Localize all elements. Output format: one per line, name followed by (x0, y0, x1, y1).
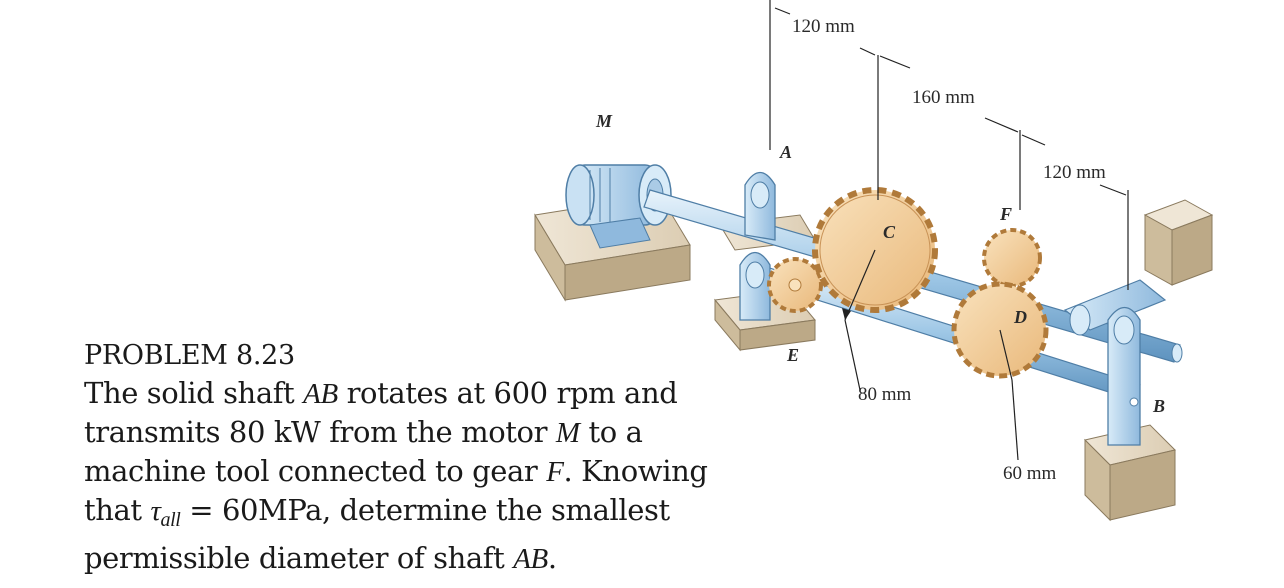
label-f: F (999, 204, 1012, 224)
dimension-60mm: 60 mm (1003, 463, 1057, 484)
problem-line-2: transmits 80 kW from the motor M to a (84, 413, 704, 452)
problem-statement: PROBLEM 8.23 The solid shaft AB rotates … (84, 338, 708, 578)
label-e: E (786, 345, 799, 365)
math-ab: AB (513, 543, 548, 575)
text-segment: rotates at 600 rpm and (337, 376, 678, 410)
text-segment: permissible diameter of shaft (84, 541, 514, 575)
bearing-e (739, 251, 771, 321)
text-segment: that (84, 493, 151, 527)
text-segment: to a (579, 415, 643, 449)
label-d: D (1013, 307, 1027, 327)
math-m: M (555, 417, 580, 449)
text-segment: . (547, 541, 557, 575)
problem-title: PROBLEM 8.23 (84, 340, 295, 371)
problem-line-1: The solid shaft AB rotates at 600 rpm an… (84, 374, 704, 413)
problem-line-3: machine tool connected to gear F. Knowin… (84, 452, 708, 491)
text-segment: transmits 80 kW from the motor (84, 415, 556, 449)
gear-d (951, 281, 1049, 381)
label-motor: M (595, 111, 613, 131)
problem-line-4: that τall = 60MPa, determine the smalles… (84, 491, 704, 539)
bearing-a (744, 171, 776, 241)
math-f: F (546, 456, 564, 488)
dimension-80mm: 80 mm (858, 384, 912, 405)
support-cube (1143, 199, 1214, 286)
label-c: C (883, 222, 896, 242)
label-b: B (1152, 396, 1165, 416)
math-sub-all: all (160, 509, 181, 531)
gear-f (982, 228, 1042, 288)
text-segment: The solid shaft (84, 376, 304, 410)
gear-e (767, 257, 823, 313)
gear-c (812, 187, 938, 321)
math-tau: τ (150, 495, 161, 527)
dimension-lines (769, 0, 1129, 461)
dimension-120mm-right: 120 mm (1043, 162, 1106, 183)
text-segment: = 60MPa, determine the smallest (180, 493, 670, 527)
text-segment: machine tool connected to gear (84, 454, 547, 488)
math-ab: AB (303, 378, 338, 410)
dimension-160mm: 160 mm (912, 87, 975, 108)
problem-line-5: permissible diameter of shaft AB. (84, 539, 704, 578)
label-a: A (779, 142, 792, 162)
text-segment: . Knowing (563, 454, 708, 488)
dimension-120mm-top: 120 mm (792, 16, 855, 37)
bearing-b (1063, 279, 1167, 446)
